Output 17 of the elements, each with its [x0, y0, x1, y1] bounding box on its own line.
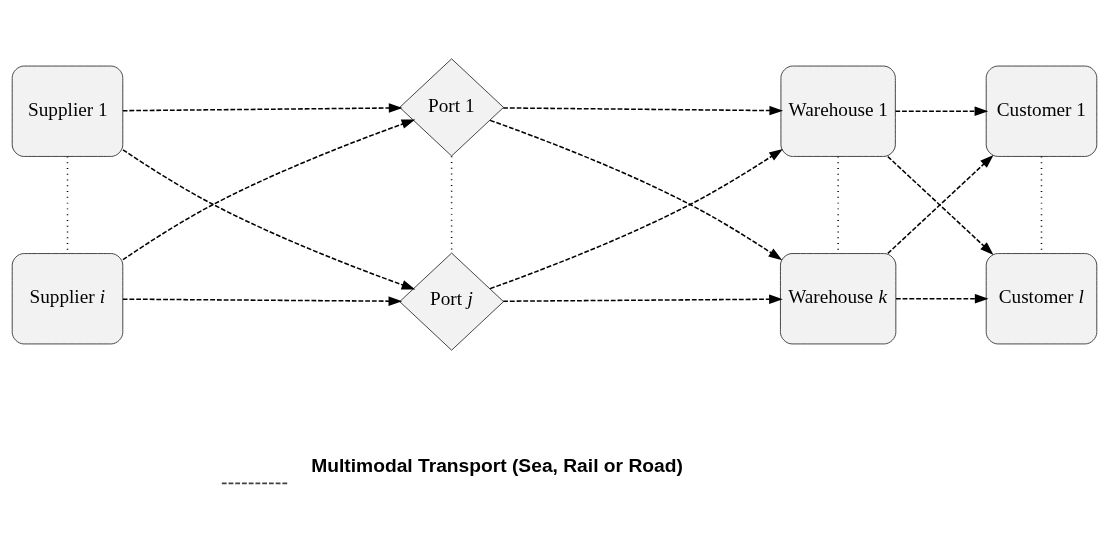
arrow	[502, 294, 783, 305]
arrow	[122, 149, 416, 290]
node-box: Customer l	[985, 253, 1098, 345]
node-box: Warehouse k	[779, 253, 897, 345]
node-box: Warehouse 1	[780, 65, 896, 157]
arrow	[122, 296, 403, 306]
arrow	[895, 293, 989, 304]
node-box: Supplier 1	[11, 65, 124, 157]
arrow	[502, 105, 784, 116]
node-box: Supplier i	[11, 253, 124, 345]
arrow	[894, 106, 989, 117]
legend-label: Multimodal Transport (Sea, Rail or Road)	[311, 454, 683, 476]
arrow	[489, 148, 783, 290]
arrow	[489, 119, 783, 261]
arrow	[122, 119, 416, 261]
arrow	[122, 103, 403, 113]
node-box: Customer 1	[985, 65, 1098, 157]
